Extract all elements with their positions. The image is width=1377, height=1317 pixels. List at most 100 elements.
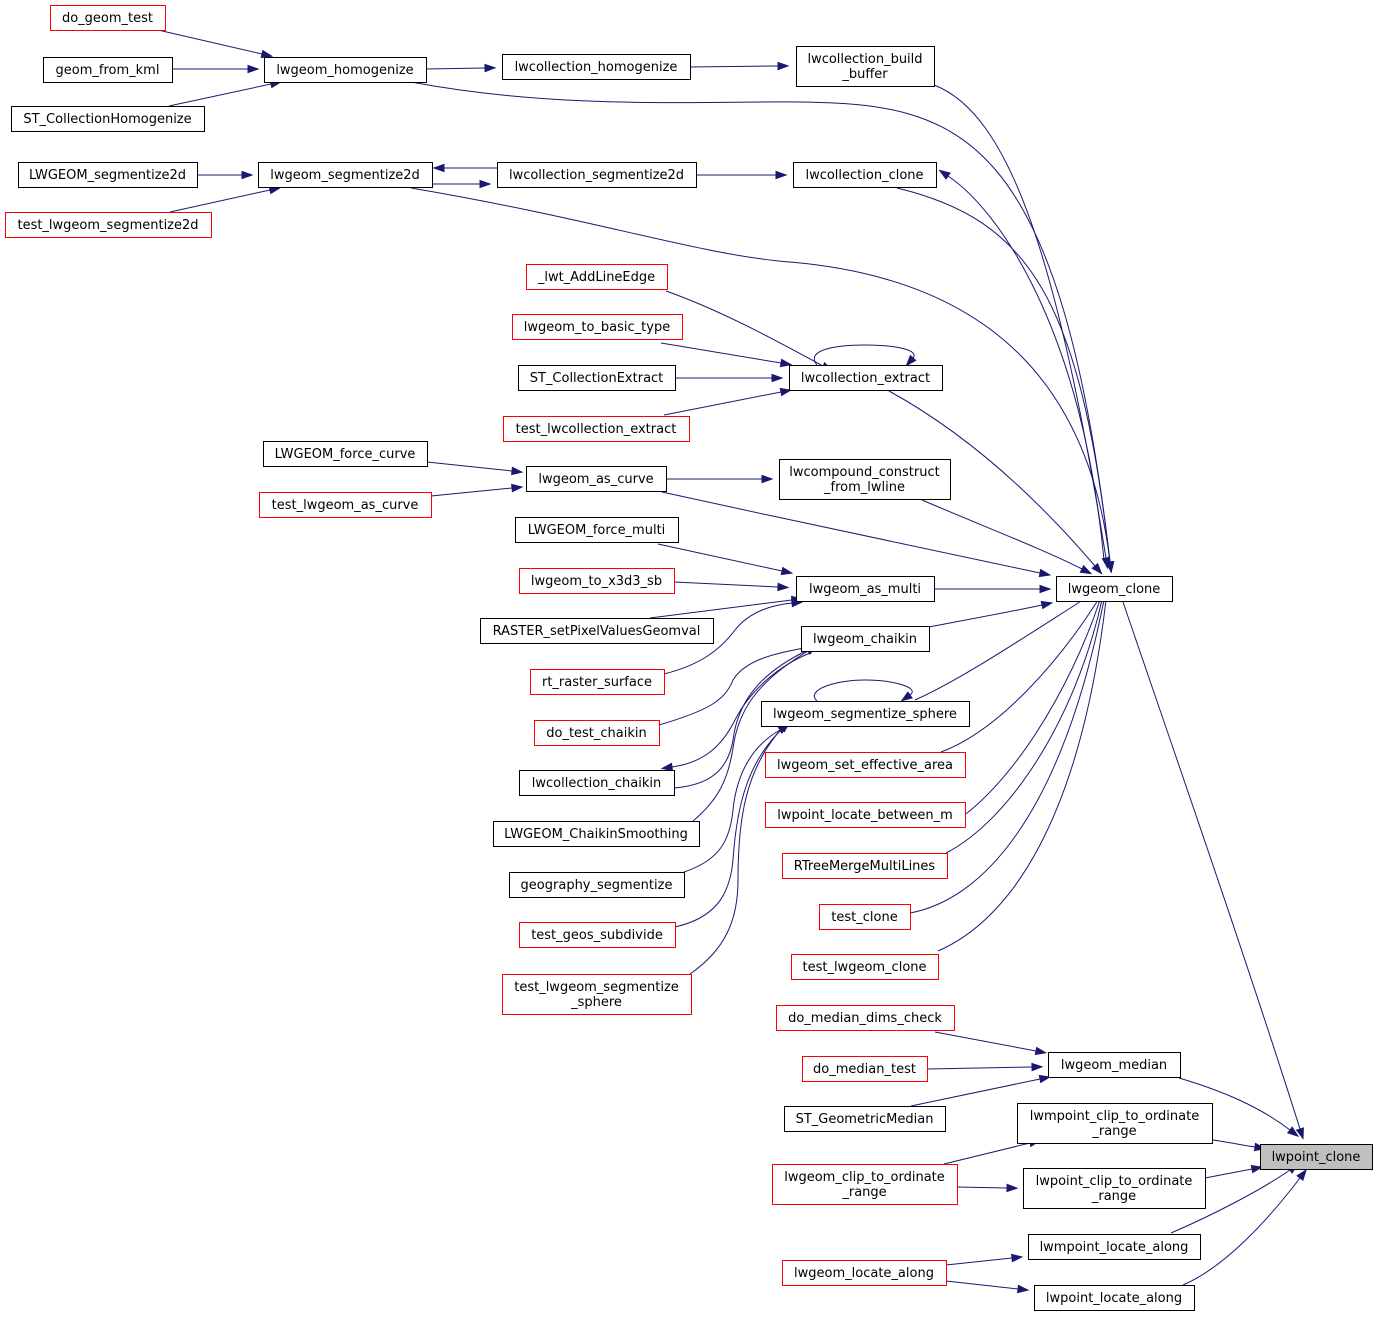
node-label: do_median_dims_check — [788, 1011, 942, 1026]
node-label: _range — [841, 1185, 886, 1200]
node-raster-setpixelvaluesgeomval[interactable]: RASTER_setPixelValuesGeomval — [480, 618, 714, 644]
node-lwgeom-force-curve[interactable]: LWGEOM_force_curve — [263, 441, 428, 467]
node-box — [509, 872, 685, 898]
node-box — [801, 626, 930, 652]
edge-lwgeom_clone-to-lwpoint_clone — [1122, 601, 1304, 1140]
edge-line — [410, 187, 1111, 563]
edge-arrowhead — [511, 466, 524, 476]
node-lwcollection-extract[interactable]: lwcollection_extract — [789, 365, 943, 391]
edge-arrowhead — [1105, 561, 1115, 574]
node-lwpoint-locate-along[interactable]: lwpoint_locate_along — [1034, 1285, 1195, 1311]
node-lwgeom-to-x3d3-sb[interactable]: lwgeom_to_x3d3_sb — [519, 568, 675, 594]
node-box — [493, 821, 700, 847]
node-label: LWGEOM_force_curve — [275, 447, 416, 462]
node-box — [502, 974, 692, 1015]
node-label: lwpoint_locate_between_m — [777, 808, 953, 823]
node-test-geos-subdivide[interactable]: test_geos_subdivide — [519, 922, 676, 948]
edge-arrowhead — [479, 179, 492, 189]
node-st-collectionextract[interactable]: ST_CollectionExtract — [518, 365, 676, 391]
node-lwgeom-as-multi[interactable]: lwgeom_as_multi — [796, 576, 935, 602]
node-test-lwgeom-segmentize-sphere[interactable]: test_lwgeom_segmentize_sphere — [502, 974, 692, 1015]
node-box — [772, 1164, 958, 1205]
node-lwcollection-segmentize2d[interactable]: lwcollection_segmentize2d — [497, 162, 697, 188]
edge-line — [1122, 601, 1301, 1130]
node-lwgeom-locate-along[interactable]: lwgeom_locate_along — [782, 1260, 947, 1286]
node-lwgeom-force-multi[interactable]: LWGEOM_force_multi — [515, 517, 679, 543]
edge-line — [927, 1066, 1033, 1070]
node-lwpoint-clone[interactable]: lwpoint_clone — [1260, 1144, 1373, 1170]
node-label: lwcollection_extract — [801, 371, 930, 386]
node-do-geom-test[interactable]: do_geom_test — [50, 5, 166, 31]
node-label: lwpoint_clone — [1272, 1150, 1361, 1165]
edge-line — [1212, 1139, 1256, 1148]
node-lwcompound-construct-from-lwline[interactable]: lwcompound_construct_from_lwline — [779, 459, 951, 500]
node-geography-segmentize[interactable]: geography_segmentize — [509, 872, 685, 898]
node-box — [259, 492, 432, 518]
node-label: lwgeom_set_effective_area — [777, 758, 953, 773]
node--lwt-addlineedge[interactable]: _lwt_AddLineEdge — [526, 264, 668, 290]
edge-arrowhead — [1038, 568, 1052, 578]
node-test-lwgeom-as-curve[interactable]: test_lwgeom_as_curve — [259, 492, 432, 518]
nodes-layer: lwpoint_clonelwgeom_clonelwgeom_medianlw… — [5, 5, 1373, 1311]
edge-line — [937, 599, 1107, 952]
node-lwgeom-median[interactable]: lwgeom_median — [1048, 1052, 1181, 1078]
edge-lwgeom_to_basic_type-to-lwcollection_extract — [660, 342, 793, 368]
node-rtreemergemultilines[interactable]: RTreeMergeMultiLines — [782, 853, 948, 879]
edge-LWGEOM_force_multi-to-lwgeom_as_multi — [657, 543, 794, 576]
node-rt-raster-surface[interactable]: rt_raster_surface — [530, 669, 665, 695]
node-lwgeom-homogenize[interactable]: lwgeom_homogenize — [264, 57, 427, 83]
node-lwcollection-homogenize[interactable]: lwcollection_homogenize — [502, 54, 691, 80]
node-lwpoint-clip-to-ordinate-range[interactable]: lwpoint_clip_to_ordinate_range — [1023, 1168, 1206, 1209]
edge-line — [430, 487, 513, 497]
node-box — [526, 466, 667, 492]
node-lwgeom-to-basic-type[interactable]: lwgeom_to_basic_type — [512, 314, 683, 340]
node-lwgeom-segmentize-sphere[interactable]: lwgeom_segmentize_sphere — [761, 701, 970, 727]
edge-test_lwgeom_as_curve-to-lwgeom_as_curve — [430, 483, 524, 497]
node-lwcollection-chaikin[interactable]: lwcollection_chaikin — [519, 770, 675, 796]
node-label: lwgeom_median — [1061, 1058, 1167, 1073]
edge-line — [928, 604, 1043, 628]
node-box — [526, 264, 668, 290]
edge-ST_CollectionExtract-to-lwcollection_extract — [675, 373, 784, 383]
node-lwcollection-build-buffer[interactable]: lwcollection_build_buffer — [796, 46, 935, 87]
edge-do_geom_test-to-lwgeom_homogenize — [157, 29, 274, 59]
node-box — [502, 54, 691, 80]
node-test-lwgeom-segmentize2d[interactable]: test_lwgeom_segmentize2d — [5, 212, 212, 238]
node-label: test_lwgeom_segmentize2d — [17, 218, 198, 233]
node-do-test-chaikin[interactable]: do_test_chaikin — [534, 720, 660, 746]
node-lwgeom-chaikin[interactable]: lwgeom_chaikin — [801, 626, 930, 652]
node-do-median-test[interactable]: do_median_test — [802, 1056, 928, 1082]
node-st-collectionhomogenize[interactable]: ST_CollectionHomogenize — [11, 106, 205, 132]
node-lwgeom-segmentize2d[interactable]: LWGEOM_segmentize2d — [18, 162, 198, 188]
node-st-geometricmedian[interactable]: ST_GeometricMedian — [784, 1106, 946, 1132]
edge-lwcollection_extract-to-lwgeom_clone — [888, 390, 1103, 575]
node-lwmpoint-locate-along[interactable]: lwmpoint_locate_along — [1028, 1234, 1201, 1260]
node-lwmpoint-clip-to-ordinate-range[interactable]: lwmpoint_clip_to_ordinate_range — [1017, 1103, 1213, 1144]
node-label: lwgeom_as_curve — [538, 472, 653, 487]
node-test-lwgeom-clone[interactable]: test_lwgeom_clone — [791, 954, 939, 980]
node-box — [761, 701, 970, 727]
node-test-lwcollection-extract[interactable]: test_lwcollection_extract — [503, 416, 690, 442]
node-do-median-dims-check[interactable]: do_median_dims_check — [776, 1005, 955, 1031]
edge-ST_GeometricMedian-to-lwgeom_median — [910, 1074, 1052, 1107]
edge-line — [896, 187, 1111, 563]
node-test-clone[interactable]: test_clone — [819, 904, 911, 930]
edge-test_lwcollection_extract-to-lwcollection_extract — [663, 387, 793, 416]
node-label: lwgeom_as_multi — [809, 582, 921, 597]
node-lwgeom-clip-to-ordinate-range[interactable]: lwgeom_clip_to_ordinate_range — [772, 1164, 958, 1205]
node-lwgeom-set-effective-area[interactable]: lwgeom_set_effective_area — [765, 752, 966, 778]
edge-line — [692, 650, 809, 822]
node-box — [503, 416, 690, 442]
node-label: lwcompound_construct — [789, 465, 939, 480]
node-lwpoint-locate-between-m[interactable]: lwpoint_locate_between_m — [765, 802, 966, 828]
edge-lwgeom_as_curve-to-lwcompound_construct_from_lwline — [666, 474, 774, 484]
edge-lwgeom_segmentize_sphere-to-lwgeom_segmentize_sphere — [813, 679, 913, 702]
node-lwgeom-chaikinsmoothing[interactable]: LWGEOM_ChaikinSmoothing — [493, 821, 700, 847]
node-lwgeom-clone[interactable]: lwgeom_clone — [1056, 576, 1173, 602]
node-lwgeom-as-curve[interactable]: lwgeom_as_curve — [526, 466, 667, 492]
node-label: do_median_test — [813, 1062, 916, 1077]
edge-line — [660, 342, 782, 364]
node-lwcollection-clone[interactable]: lwcollection_clone — [793, 162, 937, 188]
node-lwgeom-segmentize2d[interactable]: lwgeom_segmentize2d — [258, 162, 433, 188]
node-geom-from-kml[interactable]: geom_from_kml — [43, 57, 173, 83]
